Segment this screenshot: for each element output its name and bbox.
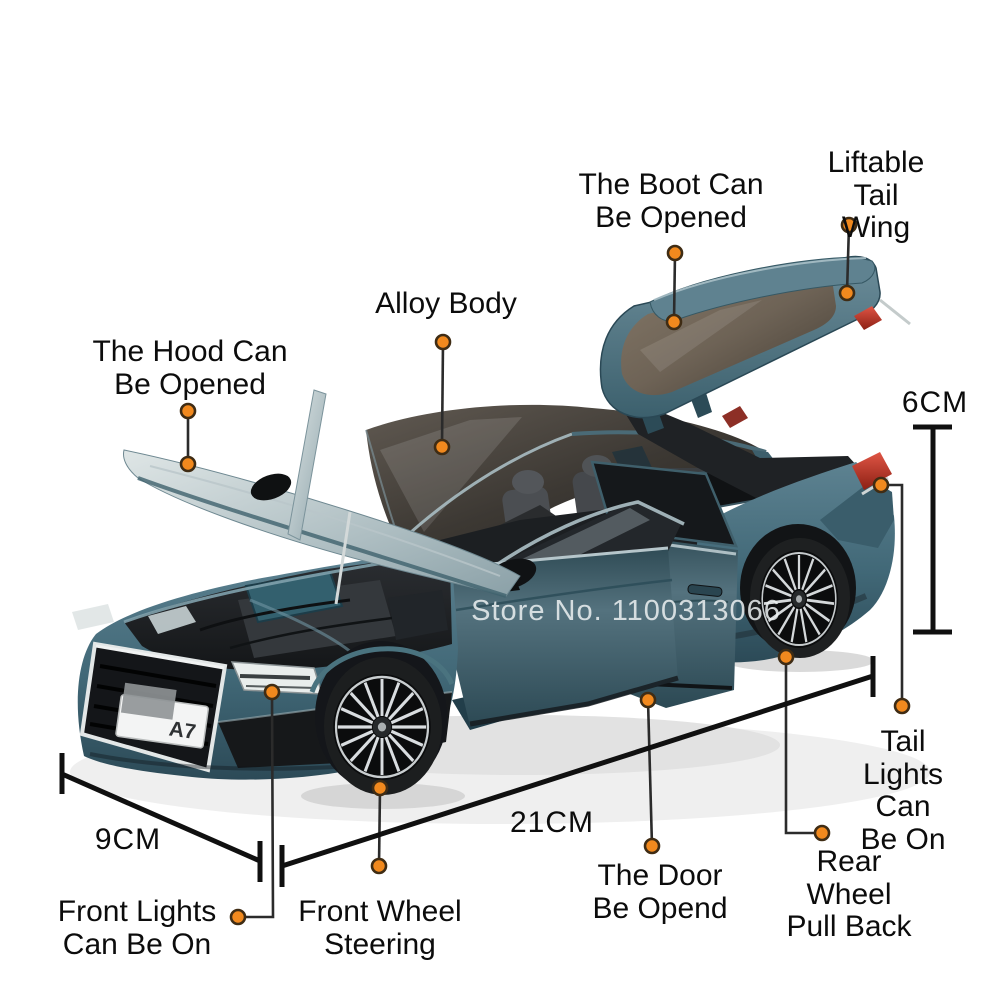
rear-wheel-callout-dot: [813, 824, 831, 842]
front-wheel: [309, 641, 455, 795]
front-lights-callout-line: [238, 691, 275, 919]
alloy-body-target-dot: [433, 438, 451, 456]
license-plate: A7: [115, 682, 209, 749]
open-hood: [123, 389, 521, 605]
callout-lines: [186, 224, 904, 919]
tail-wing-label: Liftable Tail Wing: [827, 146, 925, 245]
front-wheel-callout-dot: [370, 857, 388, 875]
tail-wing-target-dot: [838, 284, 856, 302]
door-callout-dot: [643, 837, 661, 855]
front-lights-label: Front Lights Can Be On: [57, 895, 217, 961]
tail-wing-callout-dot: [840, 216, 858, 234]
rear-wheel-callout-line: [784, 657, 818, 835]
hood-target-dot: [179, 455, 197, 473]
alloy-body-callout-line: [440, 341, 445, 448]
front-wheel-target-dot: [371, 779, 389, 797]
boot-callout-dot: [666, 244, 684, 262]
far-door-mirror: [250, 473, 292, 501]
rear-wheel-label: Rear Wheel Pull Back: [786, 845, 912, 944]
store-watermark: Store No. 1100313066: [471, 595, 781, 627]
alloy-body-label: Alloy Body: [375, 287, 517, 320]
tail-lights-target-dot: [872, 476, 890, 494]
front-lights-callout-dot: [229, 908, 247, 926]
front-lights-target-dot: [263, 683, 281, 701]
hood-label: The Hood Can Be Opened: [92, 335, 288, 401]
far-door-frame: [287, 389, 327, 541]
headlight: [72, 604, 324, 695]
callout-dots: [179, 216, 911, 926]
license-plate-text: A7: [168, 717, 198, 744]
height-dimension-line: [913, 424, 952, 635]
door-callout-line: [646, 699, 654, 847]
open-boot: [599, 255, 911, 434]
tail-light: [852, 452, 892, 490]
boot-window: [621, 275, 836, 396]
dimension-lines: [59, 424, 952, 887]
door-target-dot: [639, 691, 657, 709]
rear-wheel: [740, 524, 856, 658]
rear-wheel-target-dot: [777, 648, 795, 666]
alloy-body-callout-dot: [434, 333, 452, 351]
tail-wing-callout-line: [845, 224, 851, 294]
tail-lights-callout-dot: [893, 697, 911, 715]
front-wheel-label: Front Wheel Steering: [298, 895, 462, 961]
width-dimension-label: 9CM: [94, 823, 162, 856]
hood-callout-dot: [179, 402, 197, 420]
width-dimension-line: [59, 753, 263, 882]
door-label: The Door Be Opend: [592, 859, 728, 925]
boot-callout-line: [672, 252, 677, 323]
boot-target-dot: [665, 313, 683, 331]
front-wheel-callout-line: [377, 787, 382, 867]
height-dimension-label: 6CM: [901, 386, 969, 419]
tail-lights-label: Tail Lights Can Be On: [860, 725, 946, 857]
boot-label: The Boot Can Be Opened: [578, 168, 764, 234]
length-dimension-label: 21CM: [509, 806, 595, 839]
length-dimension-line: [279, 656, 876, 887]
